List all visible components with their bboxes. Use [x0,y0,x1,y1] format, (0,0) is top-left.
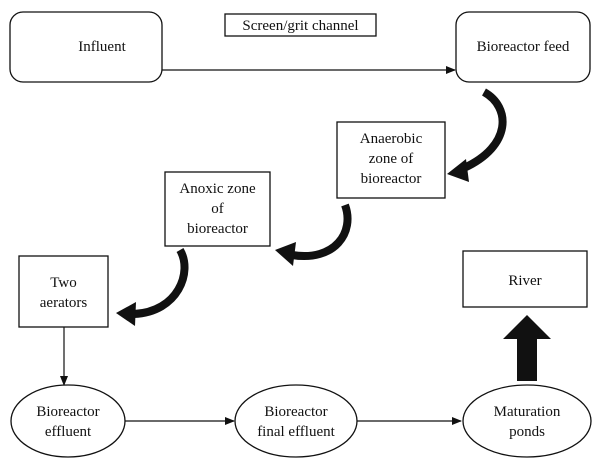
influent-node: Influent [9,11,163,83]
bioreactor-feed-label: Bioreactor feed [477,39,570,55]
two-aerators-label-line-1: Two [50,275,76,291]
bioreactor-effluent-node: Bioreactor effluent [10,384,126,458]
feed-to-anaerobic-curved-arrow [447,88,507,182]
two-aerators-label-line-2: aerators [40,295,88,311]
anaerobic-zone-label-line-3: bioreactor [361,171,422,187]
two-aerators-node: Two aerators [18,255,109,328]
influent-label: Influent [78,39,126,55]
anaerobic-zone-node: Anaerobic zone of bioreactor [336,121,446,199]
screen-grit-channel-node: Screen/grit channel [224,13,377,37]
screen-grit-channel-label: Screen/grit channel [242,18,358,34]
ponds-to-river-block-arrow [503,315,551,381]
bioreactor-effluent-label-line-2: effluent [45,424,92,440]
bioreactor-effluent-label-line-1: Bioreactor [36,404,99,420]
bioreactor-final-effluent-node: Bioreactor final effluent [234,384,358,458]
anoxic-zone-label-line-2: of [211,201,224,217]
river-label: River [508,273,541,289]
bioreactor-final-effluent-label-line-1: Bioreactor [264,404,327,420]
bioreactor-final-effluent-label-line-2: final effluent [257,424,335,440]
anaerobic-zone-label-line-2: zone of [369,151,414,167]
anoxic-zone-node: Anoxic zone of bioreactor [164,171,271,247]
river-node: River [462,250,588,308]
maturation-ponds-label-line-1: Maturation [494,404,561,420]
maturation-ponds-label-line-2: ponds [509,424,545,440]
maturation-ponds-node: Maturation ponds [462,384,592,458]
anoxic-zone-label-line-3: bioreactor [187,221,248,237]
bioreactor-feed-node: Bioreactor feed [455,11,591,83]
anoxic-zone-label-line-1: Anoxic zone [179,181,256,197]
anaerobic-to-anoxic-curved-arrow [275,203,352,266]
anoxic-to-aerators-curved-arrow [116,247,189,326]
anaerobic-zone-label-line-1: Anaerobic [360,131,423,147]
